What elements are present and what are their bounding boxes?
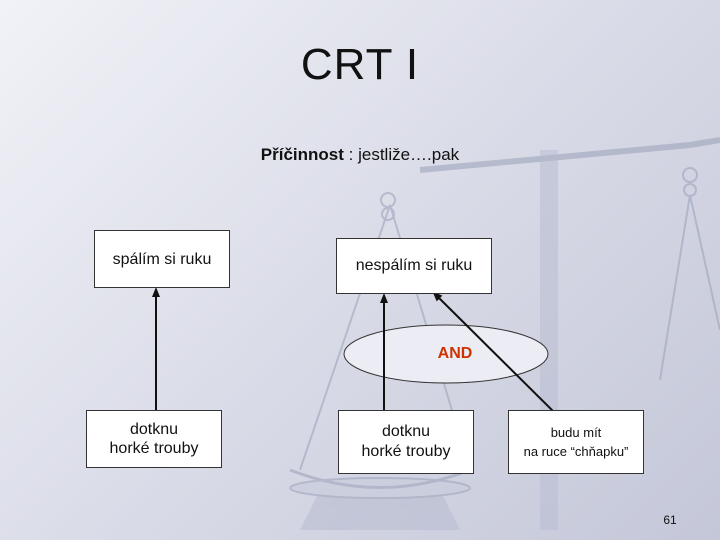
slide-title: CRT I [300,40,420,89]
cause-right-line-2: na ruce “chňapku” [523,444,629,459]
subtitle-keyword: Příčinnost [260,145,344,164]
slide-subtitle: Příčinnost : jestliže….pak [0,145,720,165]
cause-box-middle: dotknu horké trouby [338,410,474,474]
and-label: AND [437,345,473,362]
effect-left-text: spálím si ruku [112,251,212,268]
cause-middle-line-2: horké trouby [361,443,451,460]
and-ellipse [343,324,549,384]
effect-box-left: spálím si ruku [94,230,230,288]
arrow-right-cause-to-effect [432,291,561,419]
cause-left-line-2: horké trouby [109,440,199,457]
cause-middle-line-1: dotknu [381,423,431,440]
page-number: 61 [663,513,677,527]
effect-box-right: nespálím si ruku [336,238,492,294]
cause-right-line-1: budu mít [550,425,602,440]
cause-box-right: budu mít na ruce “chňapku” [508,410,644,474]
cause-box-left: dotknu horké trouby [86,410,222,468]
cause-left-line-1: dotknu [129,421,179,438]
subtitle-rest: : jestliže….pak [343,145,460,164]
effect-right-text: nespálím si ruku [355,257,473,274]
